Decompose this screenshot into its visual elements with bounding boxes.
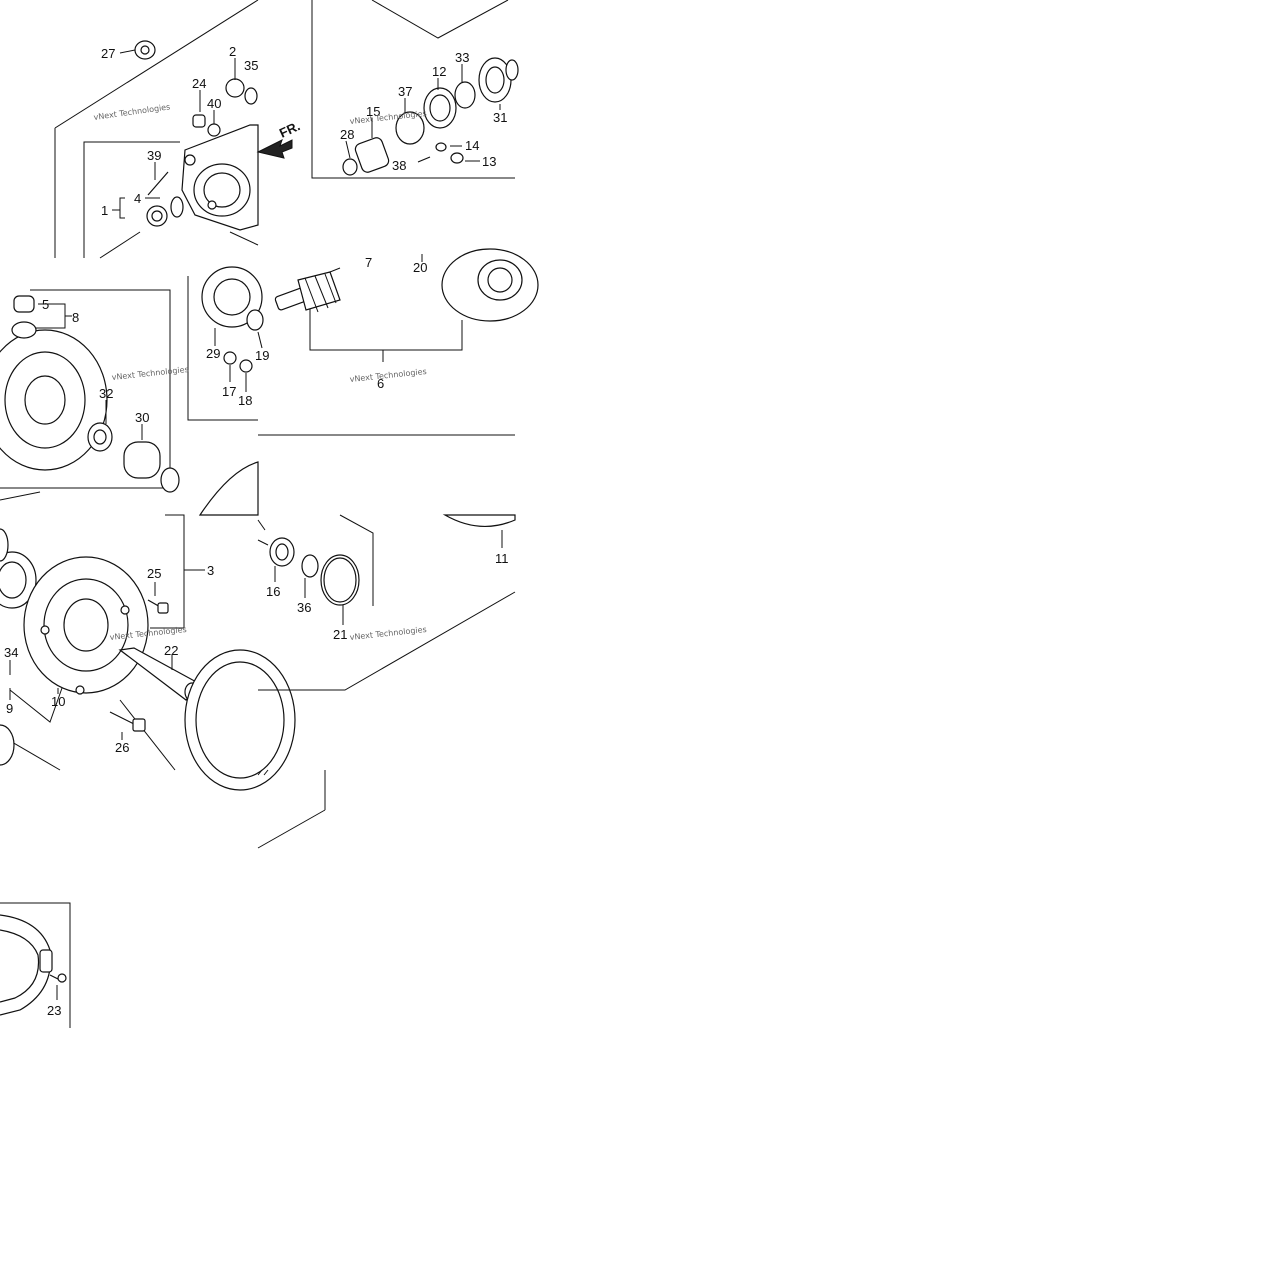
callout-15: 15 bbox=[366, 104, 380, 119]
callout-19: 19 bbox=[255, 348, 269, 363]
callout-38: 38 bbox=[392, 158, 406, 173]
callout-8: 8 bbox=[72, 310, 79, 325]
callout-24: 24 bbox=[192, 76, 206, 91]
callout-31: 31 bbox=[493, 110, 507, 125]
callout-18: 18 bbox=[238, 393, 252, 408]
callout-12: 12 bbox=[432, 64, 446, 79]
callout-21: 21 bbox=[333, 627, 347, 642]
tile-housing: FR. 27 2 35 24 40 39 4 1 vNext Technolog… bbox=[54, 0, 302, 259]
callout-29: 29 bbox=[206, 346, 220, 361]
watermark-4: vNext Technologies bbox=[349, 367, 427, 384]
callout-27: 27 bbox=[101, 46, 115, 61]
callout-13: 13 bbox=[482, 154, 496, 169]
callout-5: 5 bbox=[42, 297, 49, 312]
callout-9: 9 bbox=[6, 701, 13, 716]
callout-1: 1 bbox=[101, 203, 108, 218]
callout-40: 40 bbox=[207, 96, 221, 111]
callout-3: 3 bbox=[207, 563, 214, 578]
callout-25: 25 bbox=[147, 566, 161, 581]
callout-23: 23 bbox=[47, 1003, 61, 1018]
tile-carrier-cover: 3 25 34 9 10 26 22 vNext Technologies bbox=[0, 514, 296, 791]
callout-6: 6 bbox=[377, 376, 384, 391]
callout-4: 4 bbox=[134, 191, 141, 206]
callout-37: 37 bbox=[398, 84, 412, 99]
callout-32: 32 bbox=[99, 386, 113, 401]
callout-14: 14 bbox=[465, 138, 479, 153]
callout-35: 35 bbox=[244, 58, 258, 73]
callout-7: 7 bbox=[365, 255, 372, 270]
callout-10: 10 bbox=[51, 694, 65, 709]
callout-22: 22 bbox=[164, 643, 178, 658]
callout-28: 28 bbox=[340, 127, 354, 142]
callout-26: 26 bbox=[115, 740, 129, 755]
watermark-6: vNext Technologies bbox=[349, 625, 427, 642]
watermark-1: vNext Technologies bbox=[93, 102, 171, 122]
callout-2: 2 bbox=[229, 44, 236, 59]
tile-cover-bearings: 5 8 32 30 29 19 17 18 vNext Technologies bbox=[0, 266, 269, 501]
tile-bottom-fragment bbox=[257, 769, 326, 849]
front-arrow-label: FR. bbox=[277, 118, 302, 140]
callout-36: 36 bbox=[297, 600, 311, 615]
callout-20: 20 bbox=[413, 260, 427, 275]
tile-drum-bolt: 23 bbox=[0, 902, 71, 1028]
tile-seals-rings: 16 36 21 11 vNext Technologies bbox=[257, 514, 516, 691]
tile-pinion-bearings: 37 15 12 33 31 28 38 14 13 vNext Technol… bbox=[311, 0, 519, 179]
callout-17: 17 bbox=[222, 384, 236, 399]
callout-33: 33 bbox=[455, 50, 469, 65]
callout-34: 34 bbox=[4, 645, 18, 660]
callout-39: 39 bbox=[147, 148, 161, 163]
callout-30: 30 bbox=[135, 410, 149, 425]
callout-16: 16 bbox=[266, 584, 280, 599]
watermark-3: vNext Technologies bbox=[111, 365, 189, 382]
callout-11: 11 bbox=[495, 551, 509, 566]
